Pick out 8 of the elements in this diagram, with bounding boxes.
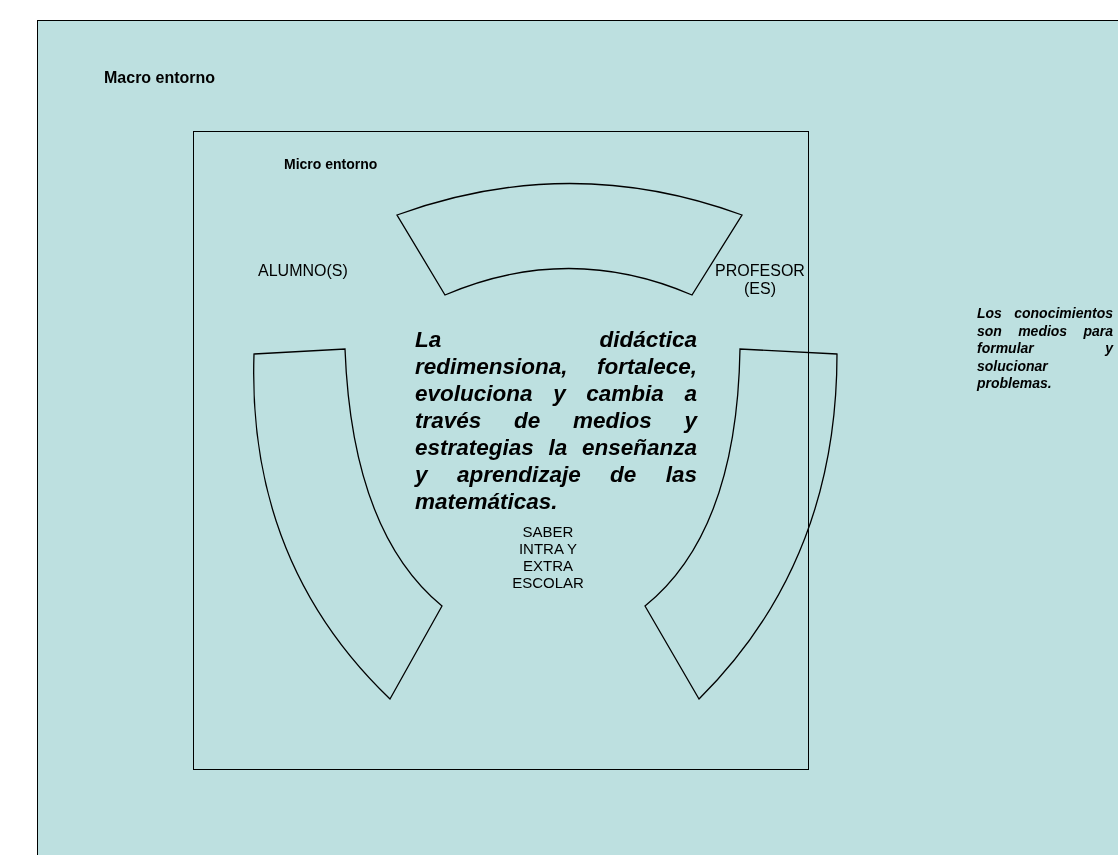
- frame-heading: Micro entorno: [284, 156, 378, 172]
- note-text: Los conocimientos son medios para formular y solucionar problemas.: [977, 305, 1113, 393]
- role-label: PROFESOR (ES): [714, 262, 806, 298]
- note-text: La didáctica redimensiona, fortalece, evoluciona y cambia a través de medios y estrategias la enseñanza y aprendizaje de las matemáticas.: [415, 326, 697, 515]
- outer-frame: [37, 20, 1118, 855]
- role-label: ALUMNO(S): [258, 262, 349, 280]
- frame-heading: Macro entorno: [104, 69, 216, 87]
- role-label: SABER INTRA Y EXTRA ESCOLAR: [511, 523, 585, 591]
